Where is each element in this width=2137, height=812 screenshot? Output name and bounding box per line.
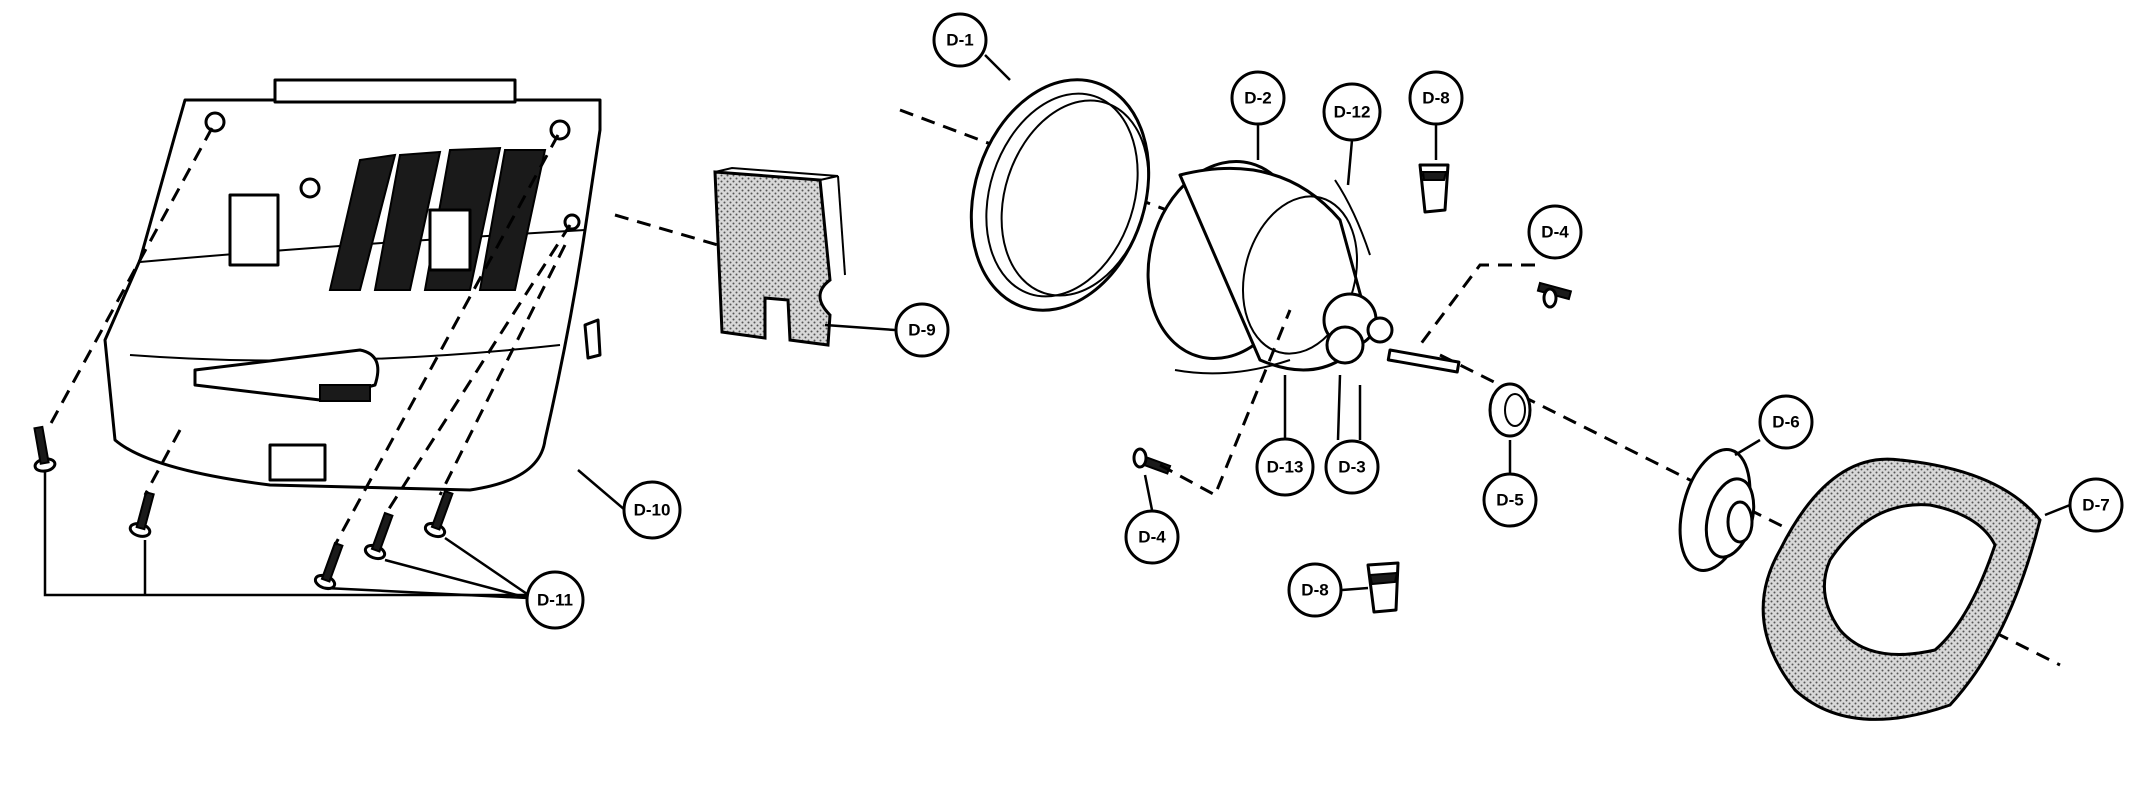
gasket-ring: [969, 78, 1151, 312]
housing-part: [103, 78, 602, 492]
callout-d1: D-1: [932, 12, 988, 68]
filter-axis: [614, 213, 736, 252]
callout-d7: D-7: [2068, 477, 2124, 533]
callout-label: D-5: [1496, 491, 1523, 510]
callout-d4-upper: D-4: [1527, 204, 1583, 260]
callout-d2: D-2: [1230, 70, 1286, 126]
callout-label: D-3: [1338, 458, 1365, 477]
motor-assembly: [1146, 159, 1461, 375]
wire-nut-lower: [1366, 561, 1400, 614]
screws-d11: [33, 425, 454, 591]
callout-d11: D-11: [525, 570, 585, 630]
callout-d10: D-10: [622, 480, 682, 540]
screw-d4-lower: [1132, 447, 1172, 475]
callout-d4-lower: D-4: [1124, 509, 1180, 565]
callout-label: D-10: [634, 501, 671, 520]
collar-d5: [1488, 382, 1532, 438]
callout-d9: D-9: [894, 302, 950, 358]
callout-label: D-9: [908, 321, 935, 340]
filter-pad: [713, 166, 846, 347]
wire-nut-upper: [1418, 163, 1450, 214]
fan-d6: [1678, 448, 1756, 572]
callout-d13: D-13: [1255, 437, 1315, 497]
seal-d7: [1761, 457, 2042, 721]
callout-label: D-2: [1244, 89, 1271, 108]
callout-label: D-7: [2082, 496, 2109, 515]
callout-label: D-8: [1301, 581, 1328, 600]
callout-label: D-8: [1422, 89, 1449, 108]
callout-d3: D-3: [1324, 439, 1380, 495]
callout-label: D-4: [1138, 528, 1166, 547]
callout-label: D-1: [946, 31, 973, 50]
callout-label: D-12: [1334, 103, 1371, 122]
callout-label: D-13: [1267, 458, 1304, 477]
callout-label: D-6: [1772, 413, 1799, 432]
callout-d5: D-5: [1482, 472, 1538, 528]
screw-d4-upper: [1536, 281, 1573, 309]
callout-label: D-4: [1541, 223, 1569, 242]
callout-d8-upper: D-8: [1408, 70, 1464, 126]
callout-d8-lower: D-8: [1287, 562, 1343, 618]
callout-d6: D-6: [1758, 394, 1814, 450]
callout-d12: D-12: [1322, 82, 1382, 142]
callout-label: D-11: [537, 591, 573, 610]
